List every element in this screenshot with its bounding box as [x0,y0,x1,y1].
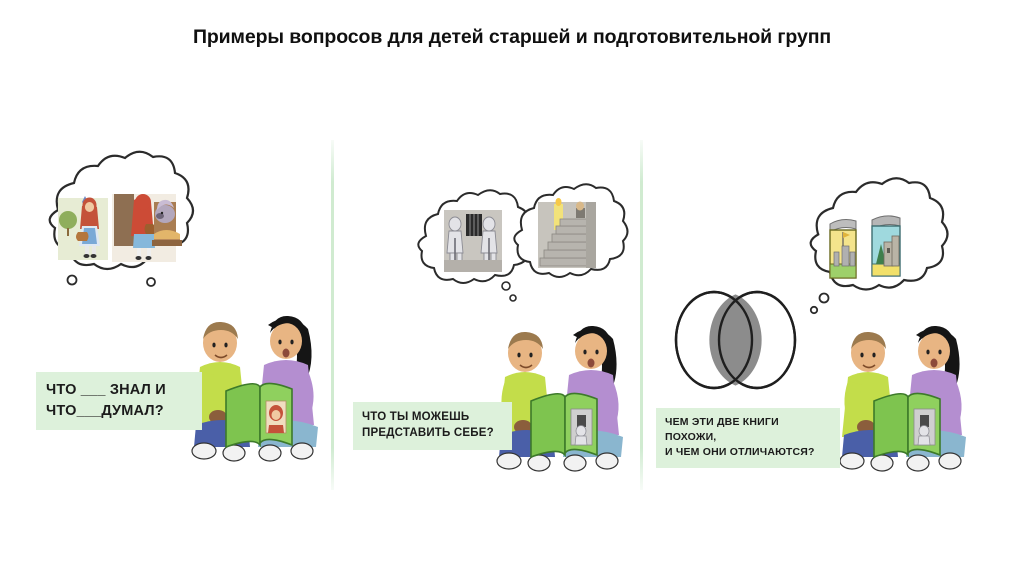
children-reading-illustration-3 [838,305,978,480]
panel-question-1: Что ___ знал и что___думал? [20,140,330,500]
red-riding-hood-bubble [26,150,206,308]
page-title: Примеры вопросов для детей старшей и под… [192,26,832,48]
panel-question-3: Чем эти две книги похожи, и чем они отли… [648,140,1008,500]
two-books-bubble [788,177,963,325]
children-reading-illustration-2 [495,305,635,480]
caption-panel-2: Что ты можешь представить себе? [353,402,512,450]
panel-divider-1 [331,140,334,490]
panel-question-2: Что ты можешь представить себе? [340,140,638,500]
caption-panel-3: Чем эти две книги похожи, и чем они отли… [656,408,840,468]
children-reading-illustration-1 [190,295,330,470]
venn-diagram [668,288,803,393]
caption-panel-1: Что ___ знал и что___думал? [36,372,202,431]
knights-and-staircase-bubbles [417,178,629,318]
panel-divider-2 [640,140,643,490]
